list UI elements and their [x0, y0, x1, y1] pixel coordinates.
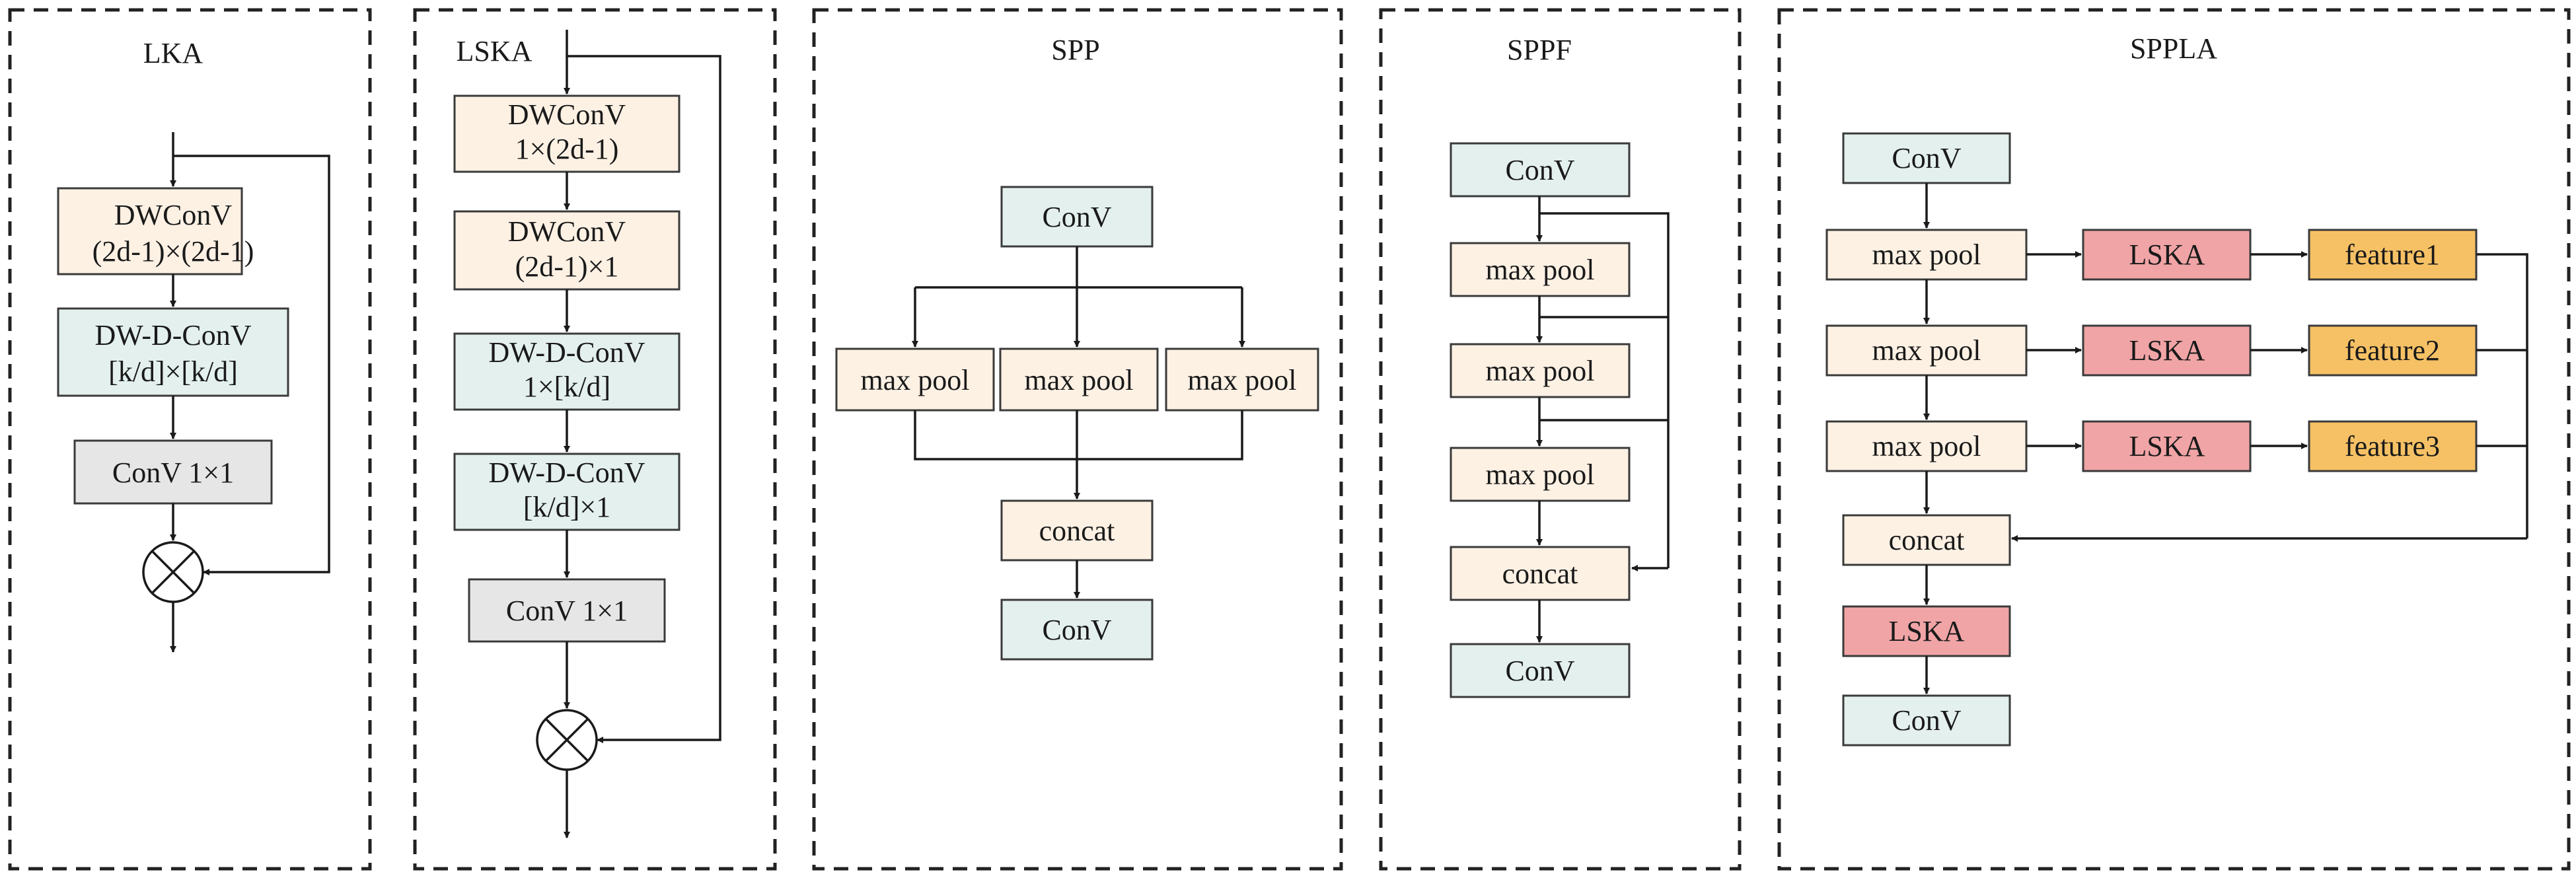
sppla-feature-2-box	[2308, 324, 2478, 377]
panel-sppf-title: SPPF	[1507, 34, 1572, 66]
sppla-maxpool-2-label: max pool	[1872, 334, 1981, 367]
lska-dwconv1-box	[453, 94, 681, 173]
lska-dwconv2-line1: DWConV	[508, 215, 626, 248]
lka-multiply-cross	[151, 550, 196, 595]
spp-maxpool-2-label: max pool	[1025, 364, 1134, 396]
sppla-feature-1-box	[2308, 229, 2478, 281]
spp-conv-in-box	[1000, 186, 1154, 248]
spp-maxpool-3-box	[1165, 347, 1319, 412]
panel-sppf-frame	[1379, 8, 1742, 871]
sppla-lska-3-box	[2082, 420, 2252, 472]
sppf-concat-label: concat	[1502, 558, 1578, 590]
panel-sppla-frame	[1777, 8, 2571, 871]
sppla-maxpool-2-box	[1825, 324, 2028, 377]
spp-maxpool-3-label: max pool	[1188, 364, 1297, 396]
sppla-feature-1-label: feature1	[2345, 238, 2440, 271]
spp-conv-out-label: ConV	[1042, 614, 1111, 646]
lska-dwconv1-line2: 1×(2d-1)	[515, 133, 619, 165]
sppf-maxpool-3-label: max pool	[1486, 458, 1595, 491]
sppla-maxpool-3-box	[1825, 420, 2028, 472]
sppla-conv-out-label: ConV	[1892, 704, 1961, 737]
lska-dwconv1-line1: DWConV	[508, 98, 626, 131]
spp-maxpool-1-label: max pool	[861, 364, 970, 396]
spp-conv-in-label: ConV	[1042, 201, 1111, 233]
sppla-feature-bus	[2476, 253, 2528, 538]
panel-spp-title: SPP	[1051, 34, 1099, 66]
panel-lska-frame	[413, 8, 777, 871]
spp-conv-out-box	[1000, 599, 1154, 661]
sppla-conv-in-box	[1842, 132, 2011, 184]
panel-lka-frame	[8, 8, 372, 871]
panel-sppla: SPPLA ConV max pool LSKA feature1 max po…	[1777, 8, 2571, 871]
lska-multiply-cross	[544, 717, 589, 762]
lska-dwdconv1-line1: DW-D-ConV	[488, 336, 645, 369]
lka-conv1x1-box	[73, 439, 273, 505]
sppla-lska-2-box	[2082, 324, 2252, 377]
sppla-conv-out-box	[1842, 694, 2011, 747]
lska-skip-connection	[567, 55, 721, 743]
sppla-feature-2-label: feature2	[2345, 334, 2440, 367]
sppla-concat-label: concat	[1889, 524, 1965, 556]
sppla-lska-1-label: LSKA	[2129, 238, 2205, 271]
panel-spp-frame	[812, 8, 1343, 871]
lska-dwdconv2-line1: DW-D-ConV	[488, 456, 645, 489]
lska-dwconv2-line2: (2d-1)×1	[515, 250, 619, 283]
sppla-feature-3-box	[2308, 420, 2478, 472]
lka-dwconv-line1: DWConV	[114, 199, 233, 231]
lska-dwdconv1-line2: 1×[k/d]	[523, 371, 610, 403]
panel-lka: LKA DWConV (2d-1)×(2d-1) DW-D-ConV [k/d]…	[8, 8, 372, 871]
lka-dwconv-line2: (2d-1)×(2d-1)	[92, 235, 254, 268]
lka-dwdconv-line1: DW-D-ConV	[94, 319, 251, 351]
lska-conv1x1-box	[468, 578, 666, 643]
lska-conv1x1-label: ConV 1×1	[506, 595, 628, 627]
lka-dwdconv-line2: [k/d]×[k/d]	[108, 355, 238, 388]
lka-dwdconv-box	[57, 307, 289, 397]
lska-dwdconv2-box	[453, 453, 681, 531]
sppla-lska-2-label: LSKA	[2129, 334, 2205, 367]
sppla-concat-box	[1842, 514, 2011, 566]
spp-merge-bus	[914, 410, 1243, 460]
lska-dwdconv1-box	[453, 332, 681, 411]
lska-dwdconv2-line2: [k/d]×1	[523, 491, 610, 523]
spp-concat-label: concat	[1039, 515, 1115, 547]
sppla-feature-3-label: feature3	[2345, 430, 2440, 462]
sppf-conv-out-label: ConV	[1505, 655, 1574, 687]
sppf-conv-in-label: ConV	[1505, 154, 1574, 186]
sppf-conv-out-box	[1450, 643, 1631, 698]
sppla-lska-3-label: LSKA	[2129, 430, 2205, 462]
lka-conv1x1-label: ConV 1×1	[112, 456, 234, 489]
sppf-conv-in-box	[1450, 142, 1631, 198]
panel-sppf: SPPF ConV max pool max pool max pool con…	[1379, 8, 1742, 871]
sppla-conv-in-label: ConV	[1892, 142, 1961, 174]
panel-lska-title: LSKA	[457, 35, 533, 67]
spp-concat-box	[1000, 499, 1154, 562]
panel-sppla-title: SPPLA	[2130, 32, 2217, 65]
sppla-lska-out-label: LSKA	[1889, 615, 1965, 647]
spp-maxpool-2-box	[999, 347, 1159, 412]
sppla-lska-1-box	[2082, 229, 2252, 281]
panel-spp: SPP ConV max pool max pool max pool conc…	[812, 8, 1343, 871]
sppf-maxpool-2-label: max pool	[1486, 355, 1595, 387]
sppf-maxpool-1-label: max pool	[1486, 254, 1595, 286]
panel-lka-title: LKA	[143, 37, 203, 69]
lka-dwconv-box	[57, 187, 243, 275]
sppla-maxpool-1-label: max pool	[1872, 238, 1981, 271]
sppf-maxpool-2-box	[1450, 343, 1631, 398]
panel-lska: LSKA DWConV 1×(2d-1) DWConV (2d-1)×1 DW-…	[413, 8, 777, 871]
sppla-maxpool-3-label: max pool	[1872, 430, 1981, 462]
sppf-concat-box	[1450, 546, 1631, 601]
sppf-skip-main	[1539, 212, 1670, 568]
lka-skip-connection	[173, 155, 330, 575]
